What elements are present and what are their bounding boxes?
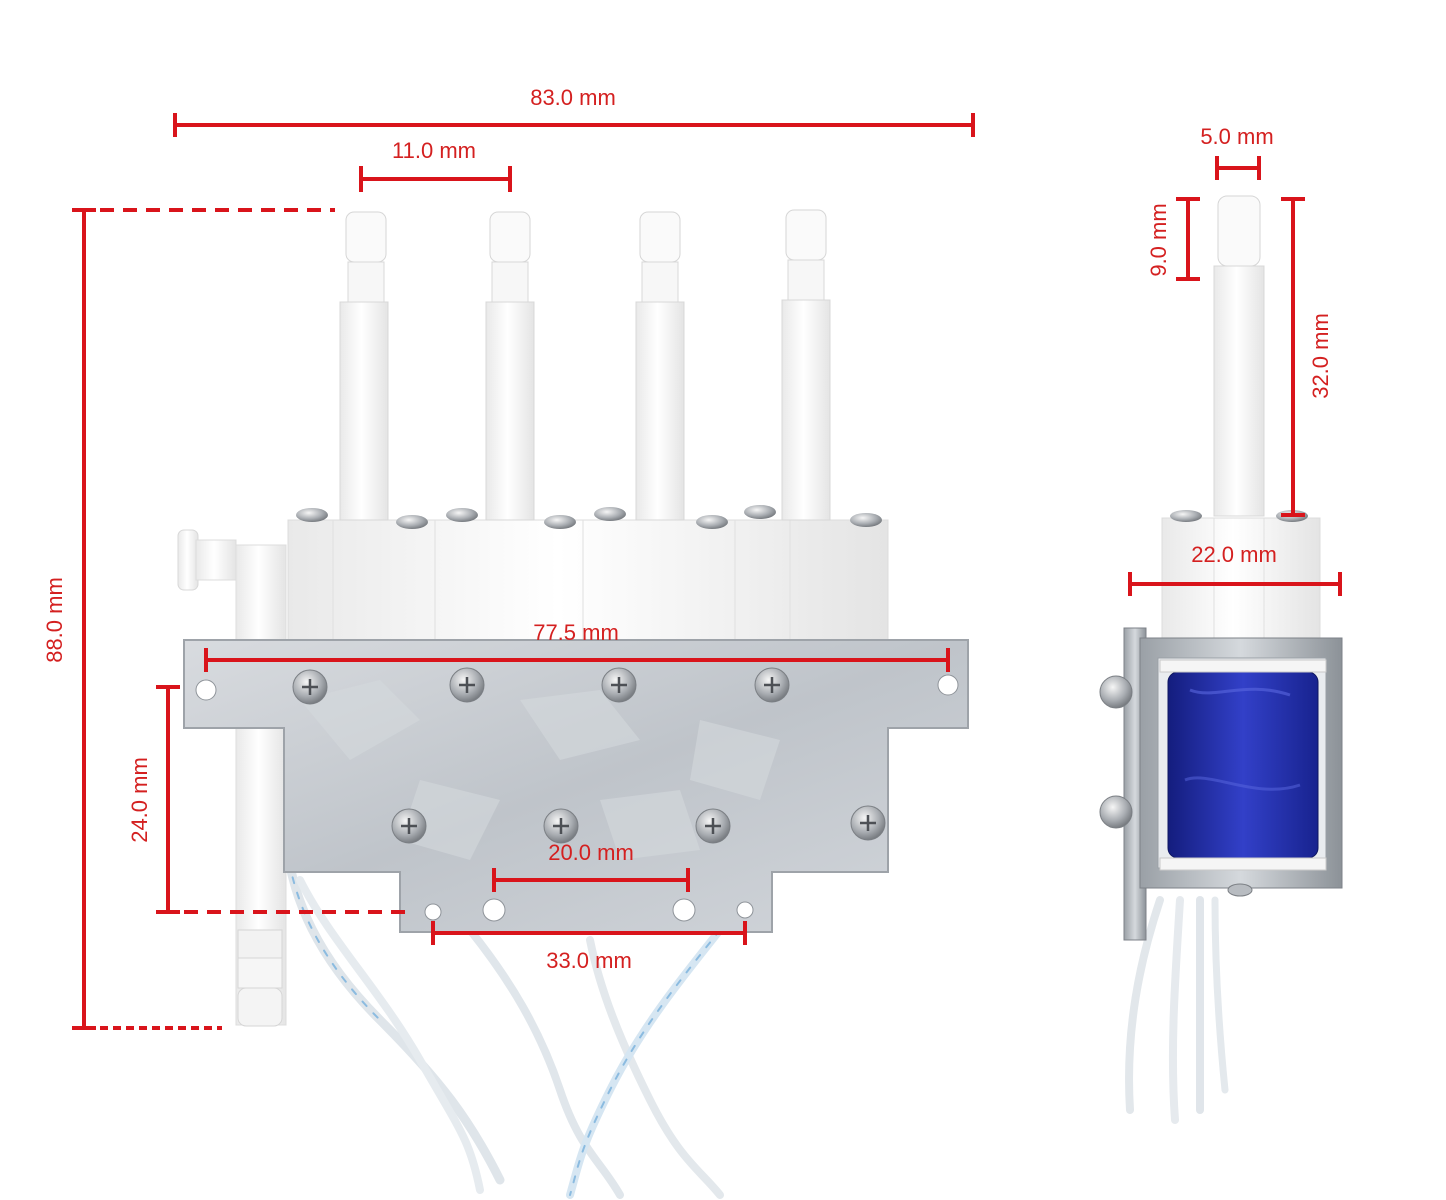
nozzle-4 — [781, 209, 831, 521]
side-view-product — [1099, 195, 1343, 1124]
label-plate-hole-span: 77.5 mm — [533, 620, 619, 645]
dim-line-nozzle-tip — [1176, 197, 1200, 281]
label-overall-width: 83.0 mm — [530, 85, 616, 110]
dim-line-pitch — [359, 166, 512, 192]
dim-line-body-width — [1128, 572, 1342, 596]
side-body — [1161, 510, 1321, 649]
dim-line-plate-height — [156, 685, 410, 914]
dim-line-overall-height — [72, 208, 335, 1030]
side-inlet-nozzle — [177, 529, 287, 1027]
nozzle-2 — [485, 211, 535, 521]
label-nozzle-width: 5.0 mm — [1200, 124, 1273, 149]
plate-screws — [292, 667, 886, 844]
label-pitch: 11.0 mm — [392, 138, 476, 163]
label-body-width: 22.0 mm — [1191, 542, 1277, 567]
dim-line-bottom-hole-span — [431, 921, 747, 945]
dim-line-plate-hole-span — [204, 648, 950, 672]
front-wires — [280, 825, 724, 1199]
dim-line-nozzle-width — [1215, 156, 1261, 180]
nozzle-3 — [635, 211, 685, 521]
manifold-body — [287, 519, 889, 651]
solenoid-coil — [1159, 659, 1327, 897]
dim-line-nozzle-length — [1281, 197, 1305, 517]
label-plate-height: 24.0 mm — [127, 757, 152, 843]
top-screws — [296, 505, 882, 529]
dimension-lines — [72, 113, 1342, 1030]
label-nozzle-length: 32.0 mm — [1308, 313, 1333, 399]
label-bottom-hole-span: 33.0 mm — [546, 948, 632, 973]
nozzle-1 — [339, 211, 389, 521]
label-overall-height: 88.0 mm — [42, 577, 67, 663]
dim-line-overall-width — [173, 113, 975, 137]
nozzles — [339, 209, 831, 521]
side-nozzle — [1213, 195, 1265, 517]
dimension-labels: 83.0 mm 11.0 mm 88.0 mm 77.5 mm 24.0 mm … — [42, 85, 1333, 973]
label-bottom-hole-pitch: 20.0 mm — [548, 840, 634, 865]
front-view-product — [177, 209, 969, 1199]
side-wires — [1125, 896, 1229, 1124]
dim-line-bottom-hole-pitch — [492, 868, 690, 892]
label-nozzle-tip: 9.0 mm — [1146, 203, 1171, 276]
